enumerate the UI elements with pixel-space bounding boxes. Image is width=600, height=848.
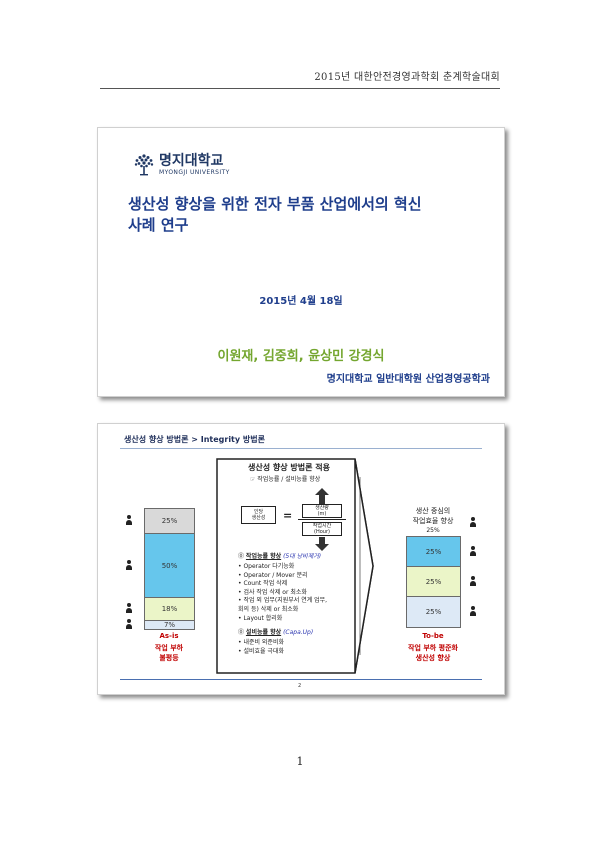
tobe-header2: 작업효율 향상 — [412, 517, 454, 525]
authors: 이원재, 김중희, 윤상민 강경식 — [217, 349, 385, 364]
worker-icon — [126, 515, 132, 525]
work-hours-box: 작업시간 (Hour) — [302, 522, 342, 536]
number-circle-icon: ⓪ — [238, 553, 246, 560]
list-item: • 작업 외 업무(지원부서 연계 업무, — [238, 597, 328, 605]
worker-icon — [126, 619, 132, 629]
section1-list: • Operator 다기능화 • Operator / Mover 분리 • … — [238, 563, 327, 623]
title-slide: 명지대학교 MYONGJI UNIVERSITY 생산성 향상을 위한 전자 부… — [97, 127, 505, 397]
tobe-sub1: 작업 부하 평준화 — [408, 644, 458, 652]
header-rule — [100, 88, 500, 89]
worker-icon — [470, 606, 476, 616]
labor-productivity-box: 인당 생산성 — [241, 506, 276, 524]
list-item: • Operator 다기능화 — [238, 563, 295, 570]
fraction-line — [298, 519, 346, 520]
slide-number: 2 — [298, 683, 302, 689]
asis-segment-2: 50% — [144, 533, 195, 598]
worker-icon — [126, 603, 132, 613]
list-item: • 검사 작업 삭제 or 최소화 — [238, 588, 307, 596]
logo-english-text: MYONGJI UNIVERSITY — [159, 169, 230, 176]
tobe-header-top-pct: 25% — [426, 527, 440, 534]
section1-note: (5대 낭비제거) — [283, 553, 322, 560]
equals-sign: = — [283, 509, 293, 522]
asis-label: As-is — [159, 632, 179, 640]
down-arrow-icon — [315, 537, 329, 551]
asis-sub1: 작업 부하 — [154, 644, 184, 652]
worker-icon — [470, 517, 476, 527]
worker-icon — [470, 576, 476, 586]
method-subtitle: ☞ 작업능률 / 설비능률 향상 — [250, 476, 321, 483]
section2-list: • 내준비 외준비화 • 설비효율 극대화 — [238, 639, 284, 656]
slide-title-line2: 사례 연구 — [128, 216, 189, 234]
up-arrow-icon — [315, 488, 329, 504]
slide2-title: 생산성 향상 방법론 > Integrity 방법론 — [124, 435, 265, 444]
section2-head-text: 설비능률 향상 — [245, 629, 282, 636]
slide-title: 생산성 향상을 위한 전자 부품 산업에서의 혁신 사례 연구 — [128, 194, 478, 236]
title-rule — [120, 448, 482, 449]
number-circle-icon: ⓪ — [238, 629, 246, 636]
list-item: • Count 작업 삭제 — [238, 580, 288, 588]
university-logo: 명지대학교 MYONGJI UNIVERSITY — [134, 153, 230, 177]
methodology-slide: 생산성 향상 방법론 > Integrity 방법론 25% 50% 18% 7… — [97, 423, 505, 695]
output-box: 생산량 (m) — [302, 504, 342, 518]
asis-segment-4: 7% — [144, 620, 195, 630]
tobe-label: To-be — [422, 632, 444, 640]
section2-note: (Capa.Up) — [283, 629, 314, 636]
presentation-date: 2015년 4월 18일 — [259, 296, 343, 307]
tobe-sub2: 생산성 향상 — [415, 654, 451, 662]
page-header: 2015년 대한안전경영과학회 춘계학술대회 — [314, 72, 500, 83]
tobe-segment-3: 25% — [406, 566, 461, 597]
list-item: • Operator / Mover 분리 — [238, 571, 308, 579]
tobe-segment-4: 25% — [406, 596, 461, 628]
affiliation: 명지대학교 일반대학원 산업경영공학과 — [326, 374, 490, 385]
method-title: 생산성 향상 방법론 적용 — [248, 463, 330, 472]
section1-head-text: 작업능률 향상 — [245, 553, 282, 560]
list-item: • 설비효율 극대화 — [238, 647, 284, 655]
logo-korean-text: 명지대학교 — [159, 153, 224, 169]
bottom-rule — [120, 679, 482, 680]
worker-icon — [126, 560, 132, 570]
page-number: 1 — [296, 755, 304, 768]
asis-sub2: 불평등 — [159, 654, 179, 662]
list-item: • Layout 합리화 — [238, 614, 283, 622]
slide-title-line1: 생산성 향상을 위한 전자 부품 산업에서의 혁신 — [128, 195, 422, 213]
tobe-segment-2: 25% — [406, 536, 461, 567]
section1-heading: ⓪ 작업능률 향상 (5대 낭비제거) — [238, 553, 321, 562]
tree-logo-icon — [134, 154, 154, 176]
list-item: 회의 등) 삭제 or 최소화 — [238, 605, 299, 613]
section2-heading: ⓪ 설비능률 향상 (Capa.Up) — [238, 629, 313, 638]
tobe-header1: 생산 중심의 — [415, 507, 451, 515]
asis-segment-1: 25% — [144, 508, 195, 534]
asis-segment-3: 18% — [144, 597, 195, 621]
list-item: • 내준비 외준비화 — [238, 639, 284, 646]
worker-icon — [470, 546, 476, 556]
